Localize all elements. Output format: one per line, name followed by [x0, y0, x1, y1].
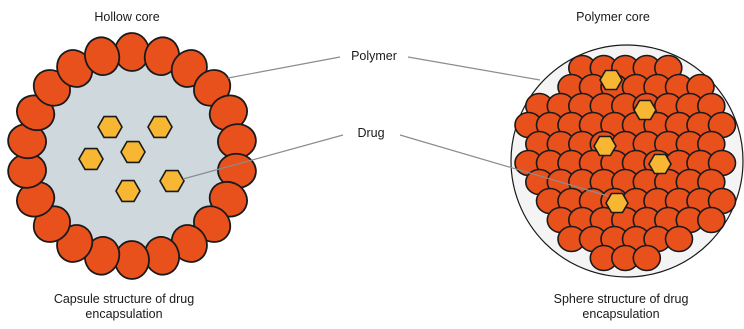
- polymer-leader-left: [228, 57, 340, 78]
- capsule-caption-line1: Capsule structure of drug: [54, 292, 194, 307]
- drug-callout-label: Drug: [357, 126, 384, 141]
- drug-hexagon: [594, 137, 616, 156]
- sphere-structure: [511, 45, 743, 277]
- polymer-bead: [666, 227, 693, 252]
- sphere-caption-line1: Sphere structure of drug: [554, 292, 689, 307]
- polymer-shell-bead: [115, 33, 149, 71]
- hollow-core-title: Hollow core: [94, 10, 159, 25]
- drug-hexagon: [98, 117, 122, 138]
- sphere-caption-line2: encapsulation: [554, 307, 689, 322]
- polymer-bead: [633, 246, 660, 271]
- drug-hexagon: [116, 181, 140, 202]
- drug-hexagon: [121, 142, 145, 163]
- drug-hexagon: [649, 155, 671, 174]
- drug-hexagon: [600, 71, 622, 90]
- drug-hexagon: [606, 194, 628, 213]
- drug-hexagon: [79, 149, 103, 170]
- drug-hexagon: [148, 117, 172, 138]
- drug-hexagon: [634, 101, 656, 120]
- polymer-bead: [698, 208, 725, 233]
- capsule-caption-line2: encapsulation: [54, 307, 194, 322]
- drug-hexagon: [160, 171, 184, 192]
- capsule-structure: [6, 33, 258, 279]
- polymer-shell-bead: [115, 241, 149, 279]
- polymer-leader-right: [408, 57, 540, 80]
- sphere-caption: Sphere structure of drug encapsulation: [554, 292, 689, 322]
- polymer-callout-label: Polymer: [351, 49, 397, 64]
- polymer-core-title: Polymer core: [576, 10, 650, 25]
- capsule-caption: Capsule structure of drug encapsulation: [54, 292, 194, 322]
